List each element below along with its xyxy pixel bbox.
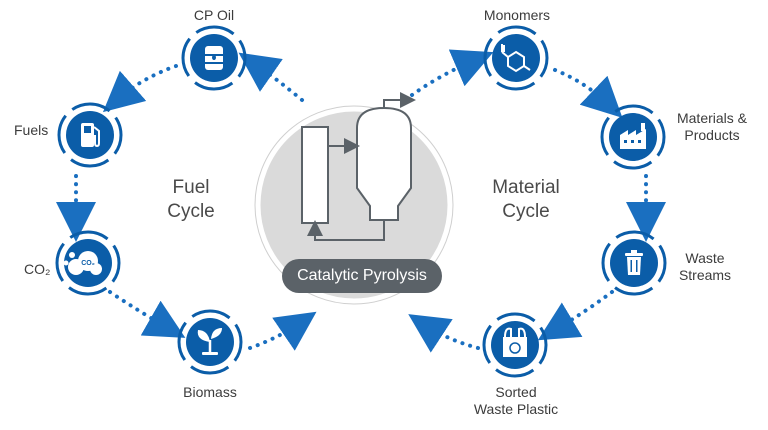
fuel-cycle-label: Fuel Cycle bbox=[131, 176, 251, 224]
factory-icon bbox=[620, 123, 646, 149]
arrow-cpoil-to-fuels bbox=[102, 64, 178, 113]
materials-products-label: Materials & Products bbox=[677, 110, 747, 144]
fuel-pump-icon bbox=[81, 123, 100, 148]
materials-badge-ring bbox=[600, 104, 666, 170]
plant-sprout-icon bbox=[197, 328, 222, 355]
fuel-cycle-line2: Cycle bbox=[167, 201, 215, 222]
co2-badge-text: CO₂ bbox=[81, 260, 95, 267]
cp-oil-badge-ring bbox=[181, 25, 247, 91]
co2-cloud-icon: CO₂ bbox=[63, 251, 102, 275]
molecule-icon bbox=[501, 44, 531, 73]
sorted-line2: Waste Plastic bbox=[473, 401, 559, 417]
plastic-bag-icon bbox=[503, 327, 527, 357]
sorted-waste-plastic-label: Sorted Waste Plastic bbox=[474, 384, 558, 418]
catalytic-pyrolysis-label: Catalytic Pyrolysis bbox=[282, 259, 442, 293]
waste-streams-label: Waste Streams bbox=[679, 250, 731, 284]
arrow-co2-to-biomass bbox=[108, 290, 186, 338]
arrow-monomers-to-materials bbox=[553, 68, 623, 118]
sorted-waste-plastic-badge-ring bbox=[482, 312, 548, 378]
materials-line2: Products bbox=[684, 127, 740, 143]
co2-badge-ring bbox=[55, 230, 121, 296]
waste-line2: Streams bbox=[678, 267, 732, 283]
trash-can-icon bbox=[625, 250, 643, 275]
biomass-label: Biomass bbox=[183, 384, 237, 400]
fuels-badge-ring bbox=[57, 102, 123, 168]
cp-oil-label: CP Oil bbox=[193, 7, 235, 23]
monomers-label: Monomers bbox=[483, 7, 551, 23]
biomass-badge-ring bbox=[177, 309, 243, 375]
arrow-center-to-monomers bbox=[410, 49, 494, 97]
fuel-cycle-line1: Fuel bbox=[172, 177, 210, 198]
waste-badge-ring bbox=[601, 230, 667, 296]
sorted-line1: Sorted bbox=[495, 384, 537, 400]
material-cycle-line1: Material bbox=[492, 177, 560, 198]
materials-line1: Materials & bbox=[676, 110, 748, 126]
material-cycle-label: Material Cycle bbox=[466, 176, 586, 224]
fuels-label: Fuels bbox=[14, 122, 49, 138]
reactor-schematic-icon bbox=[301, 92, 416, 241]
monomers-badge-ring bbox=[483, 25, 549, 91]
waste-line1: Waste bbox=[685, 250, 725, 266]
center-circle-ring bbox=[254, 105, 454, 305]
arrow-waste-to-sorted bbox=[537, 290, 614, 341]
co2-label: CO₂ bbox=[24, 261, 51, 277]
material-cycle-line2: Cycle bbox=[502, 201, 550, 222]
oil-barrel-icon bbox=[205, 46, 223, 70]
